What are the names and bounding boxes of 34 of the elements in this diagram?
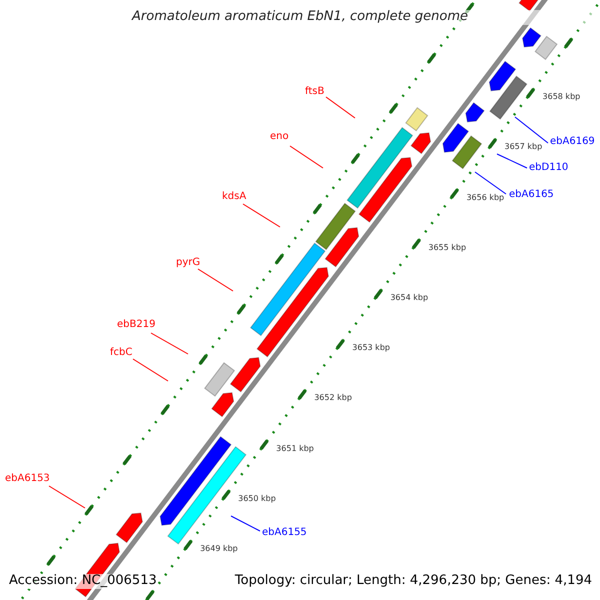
scale-label: 3656 kbp (466, 192, 504, 202)
scale-label: 3654 kbp (390, 293, 428, 302)
gene-label: pyrG (176, 257, 200, 268)
gene-label: ebA6153 (5, 473, 50, 484)
scale-label: 3649 kbp (200, 544, 238, 554)
leader-line (474, 172, 506, 194)
leader-line (290, 146, 324, 168)
gene-label: ebD110 (529, 162, 568, 174)
leader-line (496, 154, 528, 168)
scale-label: 3650 kbp (238, 494, 276, 504)
leader-line (132, 358, 168, 382)
accession-text: Accession: NC_006513 (9, 574, 157, 589)
scale-label: 3658 kbp (542, 92, 580, 102)
leader-line (242, 204, 280, 228)
gene-label: kdsA (222, 191, 246, 202)
gene-label: fcbC (110, 347, 132, 358)
scale-label: 3657 kbp (504, 142, 542, 152)
gene-label: ebB219 (117, 319, 156, 330)
scale-label: 3651 kbp (276, 444, 314, 453)
scale-label: 3653 kbp (352, 343, 390, 352)
leader-line (514, 116, 548, 144)
leader-line (230, 516, 260, 532)
gene-label: ebA6165 (509, 189, 554, 200)
genome-info-text: Topology: circular; Length: 4,296,230 bp; Genes: 4,194 (234, 574, 592, 589)
gene-label: ebA6169 (550, 136, 595, 148)
leader-line (326, 96, 356, 118)
gene-label: ftsB (305, 86, 324, 98)
leader-line (150, 332, 188, 354)
scale-label: 3652 kbp (314, 393, 352, 403)
leader-line (48, 486, 86, 508)
scale-label: 3655 kbp (428, 242, 466, 252)
gene-label: ebA6155 (262, 527, 307, 538)
gene-label: eno (270, 131, 289, 142)
leader-line (198, 268, 234, 292)
